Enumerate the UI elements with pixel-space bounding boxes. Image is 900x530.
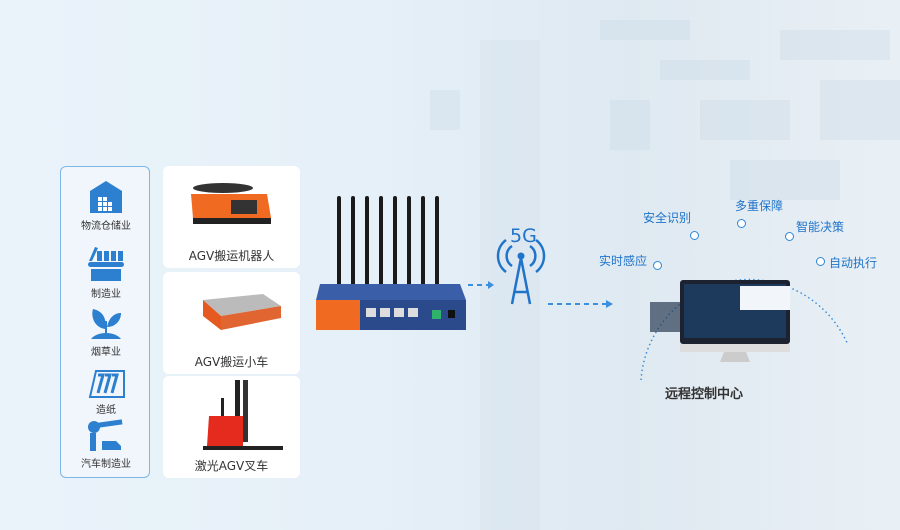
arc-node <box>785 232 794 241</box>
5g-router-image <box>316 196 466 330</box>
arc-node <box>816 257 825 266</box>
product-label: AGV搬运机器人 <box>188 249 275 263</box>
feature-label: 安全识别 <box>643 211 692 225</box>
agv-cart-image <box>203 294 281 330</box>
paper-roll-icon <box>88 370 125 398</box>
arc-node <box>690 231 699 240</box>
signal-tower-icon <box>496 239 546 305</box>
product-label: AGV搬运小车 <box>194 355 269 369</box>
warehouse-icon <box>90 181 122 213</box>
industry-panel: 物流仓储业 制造业 烟草业 造纸 汽车制造业 <box>60 166 150 478</box>
car-robot-arm-icon <box>88 419 123 451</box>
feature-label: 多重保障 <box>735 199 784 213</box>
industry-item: 造纸 <box>61 367 151 416</box>
feature-label: 自动执行 <box>829 256 878 270</box>
industry-label: 制造业 <box>91 289 121 300</box>
product-label: 激光AGV叉车 <box>194 459 269 473</box>
industry-item: 制造业 <box>61 245 151 300</box>
product-card-laser-forklift: 激光AGV叉车 <box>163 376 300 478</box>
arc-node <box>653 261 662 270</box>
industry-label: 物流仓储业 <box>81 221 131 232</box>
feature-label: 智能决策 <box>796 220 845 234</box>
industry-item: 烟草业 <box>61 305 151 358</box>
5g-label: 5G <box>510 225 537 247</box>
product-card-agv-robot: AGV搬运机器人 <box>163 166 300 268</box>
arc-node <box>737 219 746 228</box>
plant-icon <box>91 309 121 339</box>
industry-item: 物流仓储业 <box>61 179 151 232</box>
remote-monitor-image <box>650 280 790 362</box>
industry-item: 汽车制造业 <box>61 419 151 470</box>
agv-robot-image <box>191 183 271 224</box>
forklift-image <box>203 380 283 450</box>
factory-background <box>430 20 900 530</box>
remote-control-center-label: 远程控制中心 <box>665 387 744 402</box>
industry-label: 汽车制造业 <box>81 459 131 470</box>
industry-label: 烟草业 <box>91 347 121 358</box>
product-card-agv-cart: AGV搬运小车 <box>163 272 300 374</box>
industry-label: 造纸 <box>96 405 116 416</box>
feature-label: 实时感应 <box>599 254 648 268</box>
factory-conveyor-icon <box>88 247 124 281</box>
